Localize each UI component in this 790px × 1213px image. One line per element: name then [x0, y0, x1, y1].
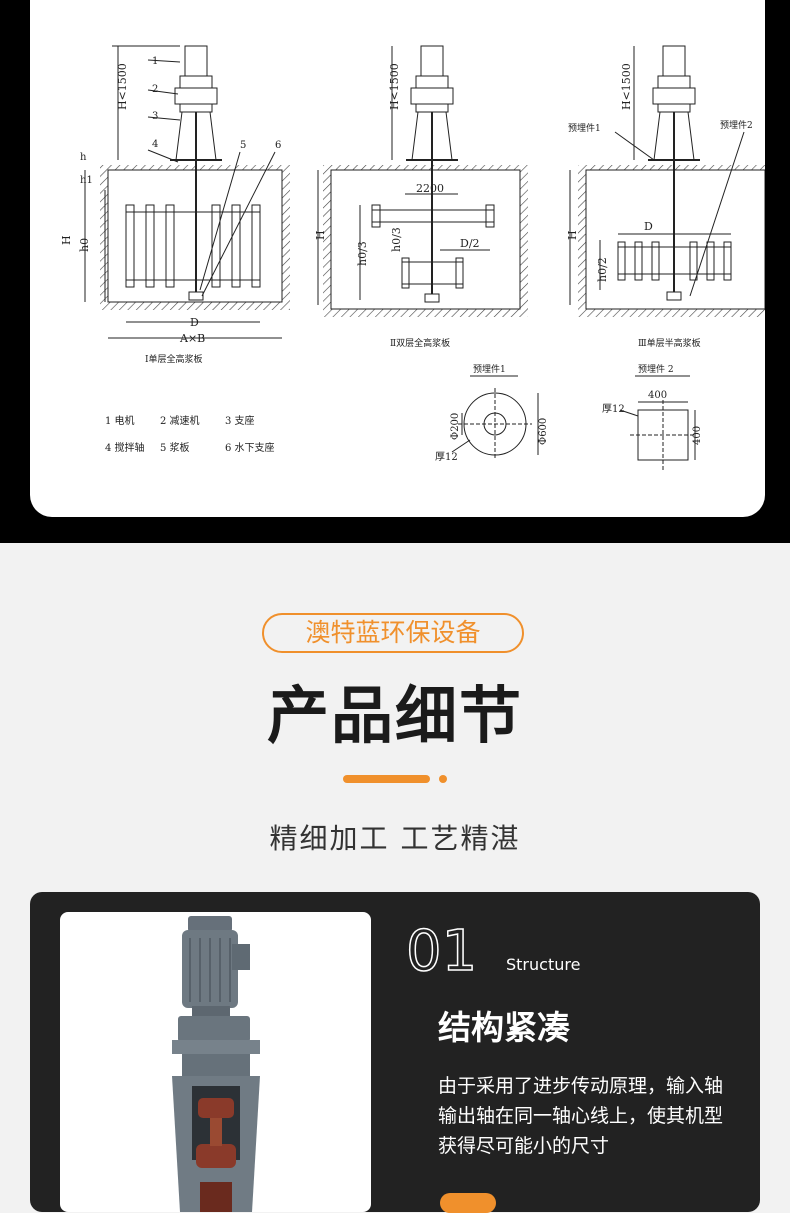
label-H-2: H	[314, 230, 327, 240]
embed-part-1	[451, 375, 539, 460]
label-h0-2: h0/2	[596, 257, 609, 282]
label-D-3: D	[644, 220, 653, 233]
drawing-section: H<1500 h h1 H h0 D A×B 1 2 3 4 5 6 Ⅰ单层全高…	[0, 0, 790, 543]
callout-2: 2	[152, 84, 158, 95]
feature-more-button[interactable]	[440, 1193, 496, 1213]
diagram-type-3	[569, 45, 765, 317]
caption-type-3: Ⅲ单层半高浆板	[638, 337, 701, 349]
embed-part-2	[619, 375, 696, 470]
accent-dot	[439, 775, 447, 783]
callout-1: 1	[152, 56, 158, 67]
feature-label-en: Structure	[506, 955, 581, 974]
label-phi600: Φ600	[538, 418, 549, 445]
label-400-side: 400	[692, 426, 703, 445]
accent-bar	[343, 775, 430, 783]
label-D-2: D/2	[460, 237, 480, 250]
legend-item-5: 5 浆板	[160, 441, 190, 454]
label-h-limit-1: H<1500	[116, 63, 129, 110]
mixer-illustration	[172, 916, 260, 1212]
label-phi200: Φ200	[450, 413, 461, 440]
label-h-limit-3: H<1500	[620, 63, 633, 110]
label-h0-3-a: h0/3	[356, 241, 369, 266]
callout-5: 5	[240, 140, 246, 151]
label-h0-1: h0	[78, 238, 91, 252]
label-D-1: D	[190, 316, 199, 329]
caption-embed-1: 预埋件1	[473, 363, 506, 375]
technical-drawing-card: H<1500 h h1 H h0 D A×B 1 2 3 4 5 6 Ⅰ单层全高…	[30, 0, 765, 517]
feature-description: 由于采用了进步传动原理，输入轴输出轴在同一轴心线上，使其机型获得尽可能小的尺寸	[438, 1075, 724, 1157]
company-badge: 澳特蓝环保设备	[262, 613, 524, 653]
caption-type-2: Ⅱ双层全高浆板	[390, 337, 450, 349]
label-h0-3-b: h0/3	[390, 227, 403, 252]
label-thick12-1: 厚12	[435, 451, 458, 463]
label-H-1: H	[60, 235, 73, 245]
label-thick12-2: 厚12	[602, 403, 625, 415]
label-AxB: A×B	[179, 332, 205, 345]
feature-title: 结构紧凑	[438, 1008, 570, 1047]
callout-6: 6	[275, 140, 281, 151]
label-h: h	[80, 152, 87, 163]
technical-drawing: H<1500 h h1 H h0 D A×B 1 2 3 4 5 6 Ⅰ单层全高…	[60, 45, 765, 470]
legend-item-6: 6 水下支座	[225, 441, 275, 454]
feature-panel	[30, 892, 760, 1212]
feature-number: 01	[405, 919, 478, 984]
product-photo	[60, 912, 371, 1212]
label-h1: h1	[80, 175, 93, 186]
legend-item-4: 4 搅拌轴	[105, 441, 145, 454]
label-embed-2: 预埋件2	[720, 119, 753, 131]
label-400-top: 400	[648, 390, 667, 401]
callout-3: 3	[152, 111, 158, 122]
legend-item-2: 2 减速机	[160, 414, 200, 427]
label-embed-1: 预埋件1	[568, 122, 601, 134]
caption-type-1: Ⅰ单层全高浆板	[145, 353, 203, 365]
legend-item-1: 1 电机	[105, 414, 135, 427]
legend-item-3: 3 支座	[225, 414, 255, 427]
caption-embed-2: 预埋件 2	[638, 363, 674, 375]
diagram-type-2	[317, 45, 528, 317]
drawing-legend: 1 电机 2 减速机 3 支座 4 搅拌轴 5 浆板 6 水下支座	[105, 414, 275, 454]
diagram-type-1	[84, 45, 290, 339]
label-2200: 2200	[416, 182, 444, 195]
callout-4: 4	[152, 139, 158, 150]
label-H-3: H	[566, 230, 579, 240]
section-subtitle: 精细加工 工艺精湛	[269, 822, 521, 855]
section-title: 产品细节	[266, 679, 523, 752]
label-h-limit-2: H<1500	[388, 63, 401, 110]
